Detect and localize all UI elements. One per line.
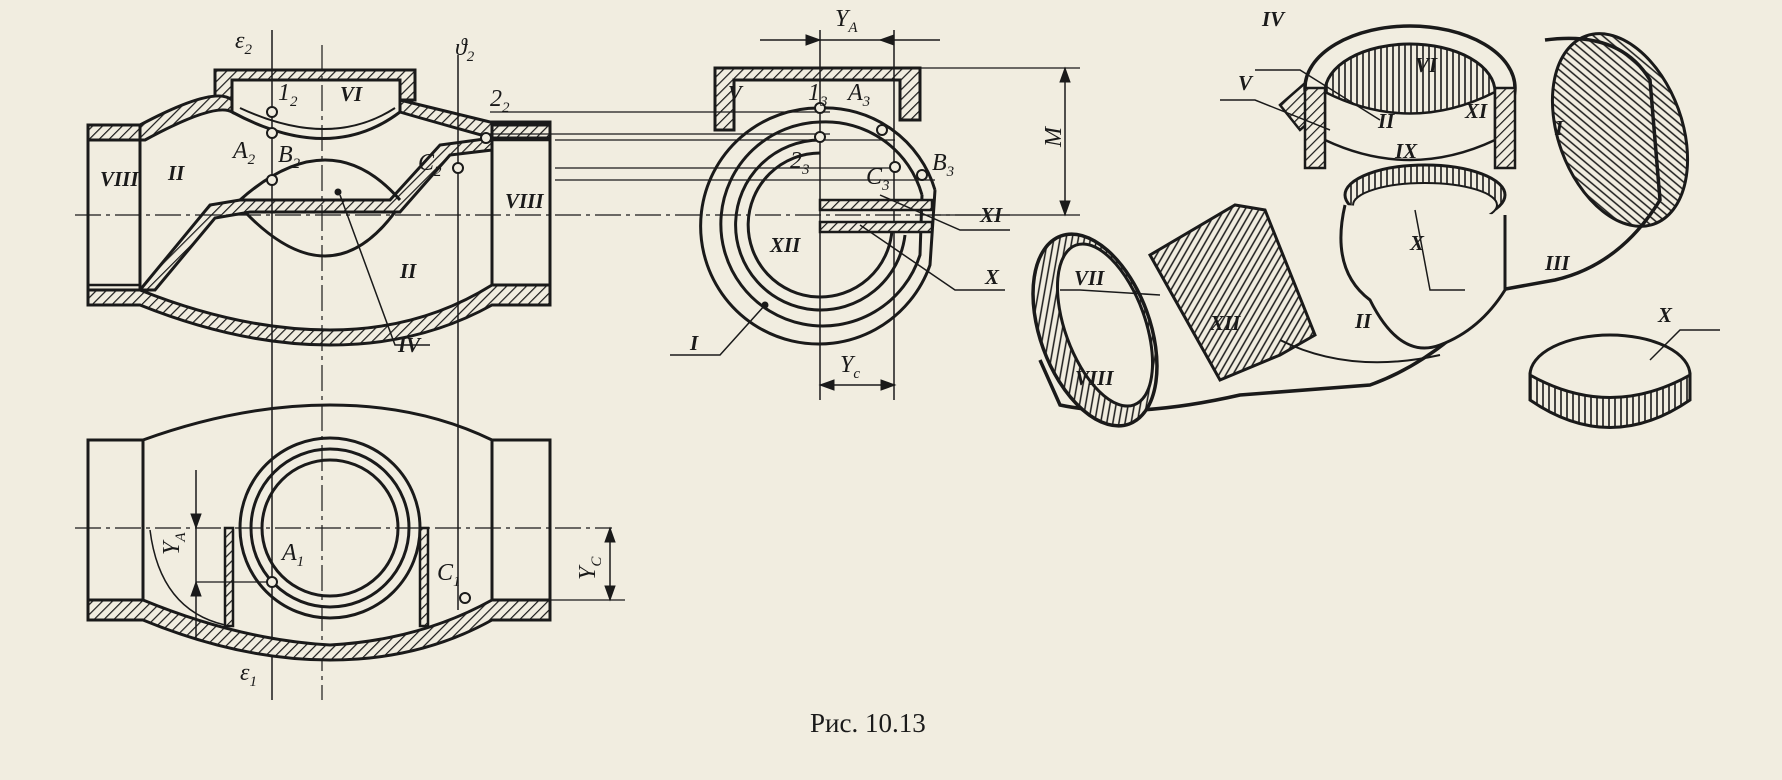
point-b2 xyxy=(266,127,278,139)
labels: ε2 ϑ2 12 22 A2 B2 C2 VI VIII VIII II II … xyxy=(100,6,1673,738)
top-lower-shell xyxy=(86,598,552,662)
side-view xyxy=(490,30,1080,400)
label-ii-lower: II xyxy=(399,259,417,283)
top-view xyxy=(75,403,625,662)
label-viii-left: VIII xyxy=(100,167,139,191)
label-ix-iso: IX xyxy=(1394,139,1418,163)
label-iv-iso: IV xyxy=(1261,7,1286,31)
label-2-3: 23 xyxy=(790,148,810,178)
label-a2: A2 xyxy=(231,138,256,168)
label-epsilon2: ε2 xyxy=(235,28,252,58)
point-1-3 xyxy=(814,102,826,114)
label-iii-iso: III xyxy=(1544,251,1570,275)
label-b3: B3 xyxy=(932,150,954,180)
label-epsilon1: ε1 xyxy=(240,660,257,690)
front-neck xyxy=(213,68,417,102)
point-b3 xyxy=(916,169,928,181)
label-i-side: I xyxy=(689,331,699,355)
label-x-side: X xyxy=(984,265,1000,289)
label-2-2: 22 xyxy=(490,86,510,116)
label-c3: C3 xyxy=(866,164,890,194)
front-lower-shell xyxy=(86,283,552,347)
label-viii-right: VIII xyxy=(505,189,544,213)
label-iv-front: IV xyxy=(397,333,422,357)
top-flange-left xyxy=(86,438,145,622)
label-xii-side: XII xyxy=(769,233,801,257)
label-m: M xyxy=(1041,125,1067,148)
point-2-3 xyxy=(814,131,826,143)
label-vi-iso: VI xyxy=(1415,53,1438,77)
label-v-iso: V xyxy=(1238,71,1254,95)
label-ii-upper: II xyxy=(167,161,185,185)
iso-right-end xyxy=(1550,32,1690,228)
label-viii-iso: VIII xyxy=(1075,366,1114,390)
label-x-iso: X xyxy=(1409,231,1425,255)
point-c2 xyxy=(452,162,464,174)
point-1-2 xyxy=(266,106,278,118)
label-v-side: V xyxy=(728,81,744,105)
label-i-iso: I xyxy=(1554,116,1564,140)
front-view xyxy=(75,30,1010,700)
label-xii-iso: XII xyxy=(1209,311,1241,335)
label-yc-top: YC xyxy=(575,556,605,580)
point-a1 xyxy=(266,576,278,588)
label-ii-iso: II xyxy=(1354,309,1372,333)
label-b2: B2 xyxy=(278,142,301,172)
figure-caption: Рис. 10.13 xyxy=(810,708,926,738)
side-neck xyxy=(713,66,922,132)
label-1-2: 12 xyxy=(278,80,298,110)
front-upper-shell-left xyxy=(86,94,234,142)
label-xi-side: XI xyxy=(979,203,1003,227)
point-b2-lower xyxy=(266,174,278,186)
label-c2: C2 xyxy=(418,150,442,180)
label-1-3: 13 xyxy=(808,80,828,110)
label-ya-side: YA xyxy=(835,6,858,36)
iso-view xyxy=(1031,24,1720,429)
point-a3 xyxy=(876,124,888,136)
label-yc-side: Yc xyxy=(840,352,860,382)
label-ii-iso-up: II xyxy=(1377,109,1395,133)
label-vi-front: VI xyxy=(340,82,363,106)
label-xi-iso: XI xyxy=(1464,99,1488,123)
label-a1: A1 xyxy=(280,540,304,570)
label-ya-top: YA xyxy=(159,532,189,555)
front-upper-shell-right xyxy=(398,98,552,140)
label-x-ring: X xyxy=(1657,303,1673,327)
label-c1: C1 xyxy=(437,560,461,590)
top-flange-right xyxy=(490,438,552,622)
point-c3 xyxy=(889,161,901,173)
label-a3: A3 xyxy=(846,80,870,110)
point-c1 xyxy=(459,592,471,604)
label-vii-iso: VII xyxy=(1074,266,1105,290)
label-theta2: ϑ2 xyxy=(455,35,475,65)
point-2-2 xyxy=(480,132,492,144)
